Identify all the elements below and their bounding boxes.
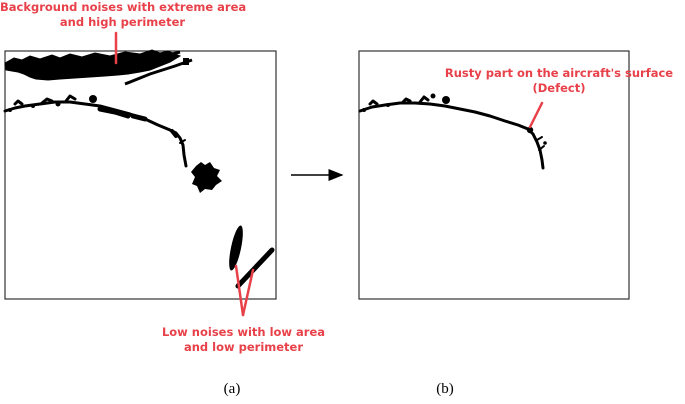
background-noise-label: Background noises with extreme area and … (0, 0, 247, 30)
background-noise-label-line1: Background noises with extreme area (0, 0, 247, 14)
low-noise-label-line1: Low noises with low area (161, 325, 326, 339)
background-noise-blob (4, 49, 193, 86)
pointer-low-noise-ellipse (234, 264, 245, 317)
low-noise-label-line2: and low perimeter (183, 340, 304, 354)
fuselage-edge-b (358, 95, 545, 170)
panel-b (358, 50, 630, 300)
low-noise-ellipse (229, 225, 243, 271)
defect-label: Rusty part on the aircraft's surface (De… (433, 66, 685, 96)
caption-b: (b) (436, 381, 454, 397)
low-noise-label: Low noises with low area and low perimet… (130, 325, 357, 355)
panel-b-frame (358, 50, 630, 300)
caption-a: (a) (223, 381, 241, 397)
defect-label-line2: (Defect) (532, 81, 586, 95)
pointer-defect (528, 101, 544, 129)
fuselage-edge-a-specks (8, 95, 97, 112)
defect-blob-a (191, 162, 222, 193)
low-noise-line (235, 247, 275, 289)
fuselage-edge-a (3, 94, 188, 168)
defect-label-line1: Rusty part on the aircraft's surface (444, 66, 674, 80)
rust-defect-spot (526, 126, 534, 134)
fuselage-edge-b-specks (362, 93, 547, 145)
pointer-low-noise-line (241, 268, 255, 317)
panel-a (3, 49, 277, 300)
annotation-pointers (114, 31, 544, 317)
background-noise-label-line2: and high perimeter (59, 15, 186, 29)
